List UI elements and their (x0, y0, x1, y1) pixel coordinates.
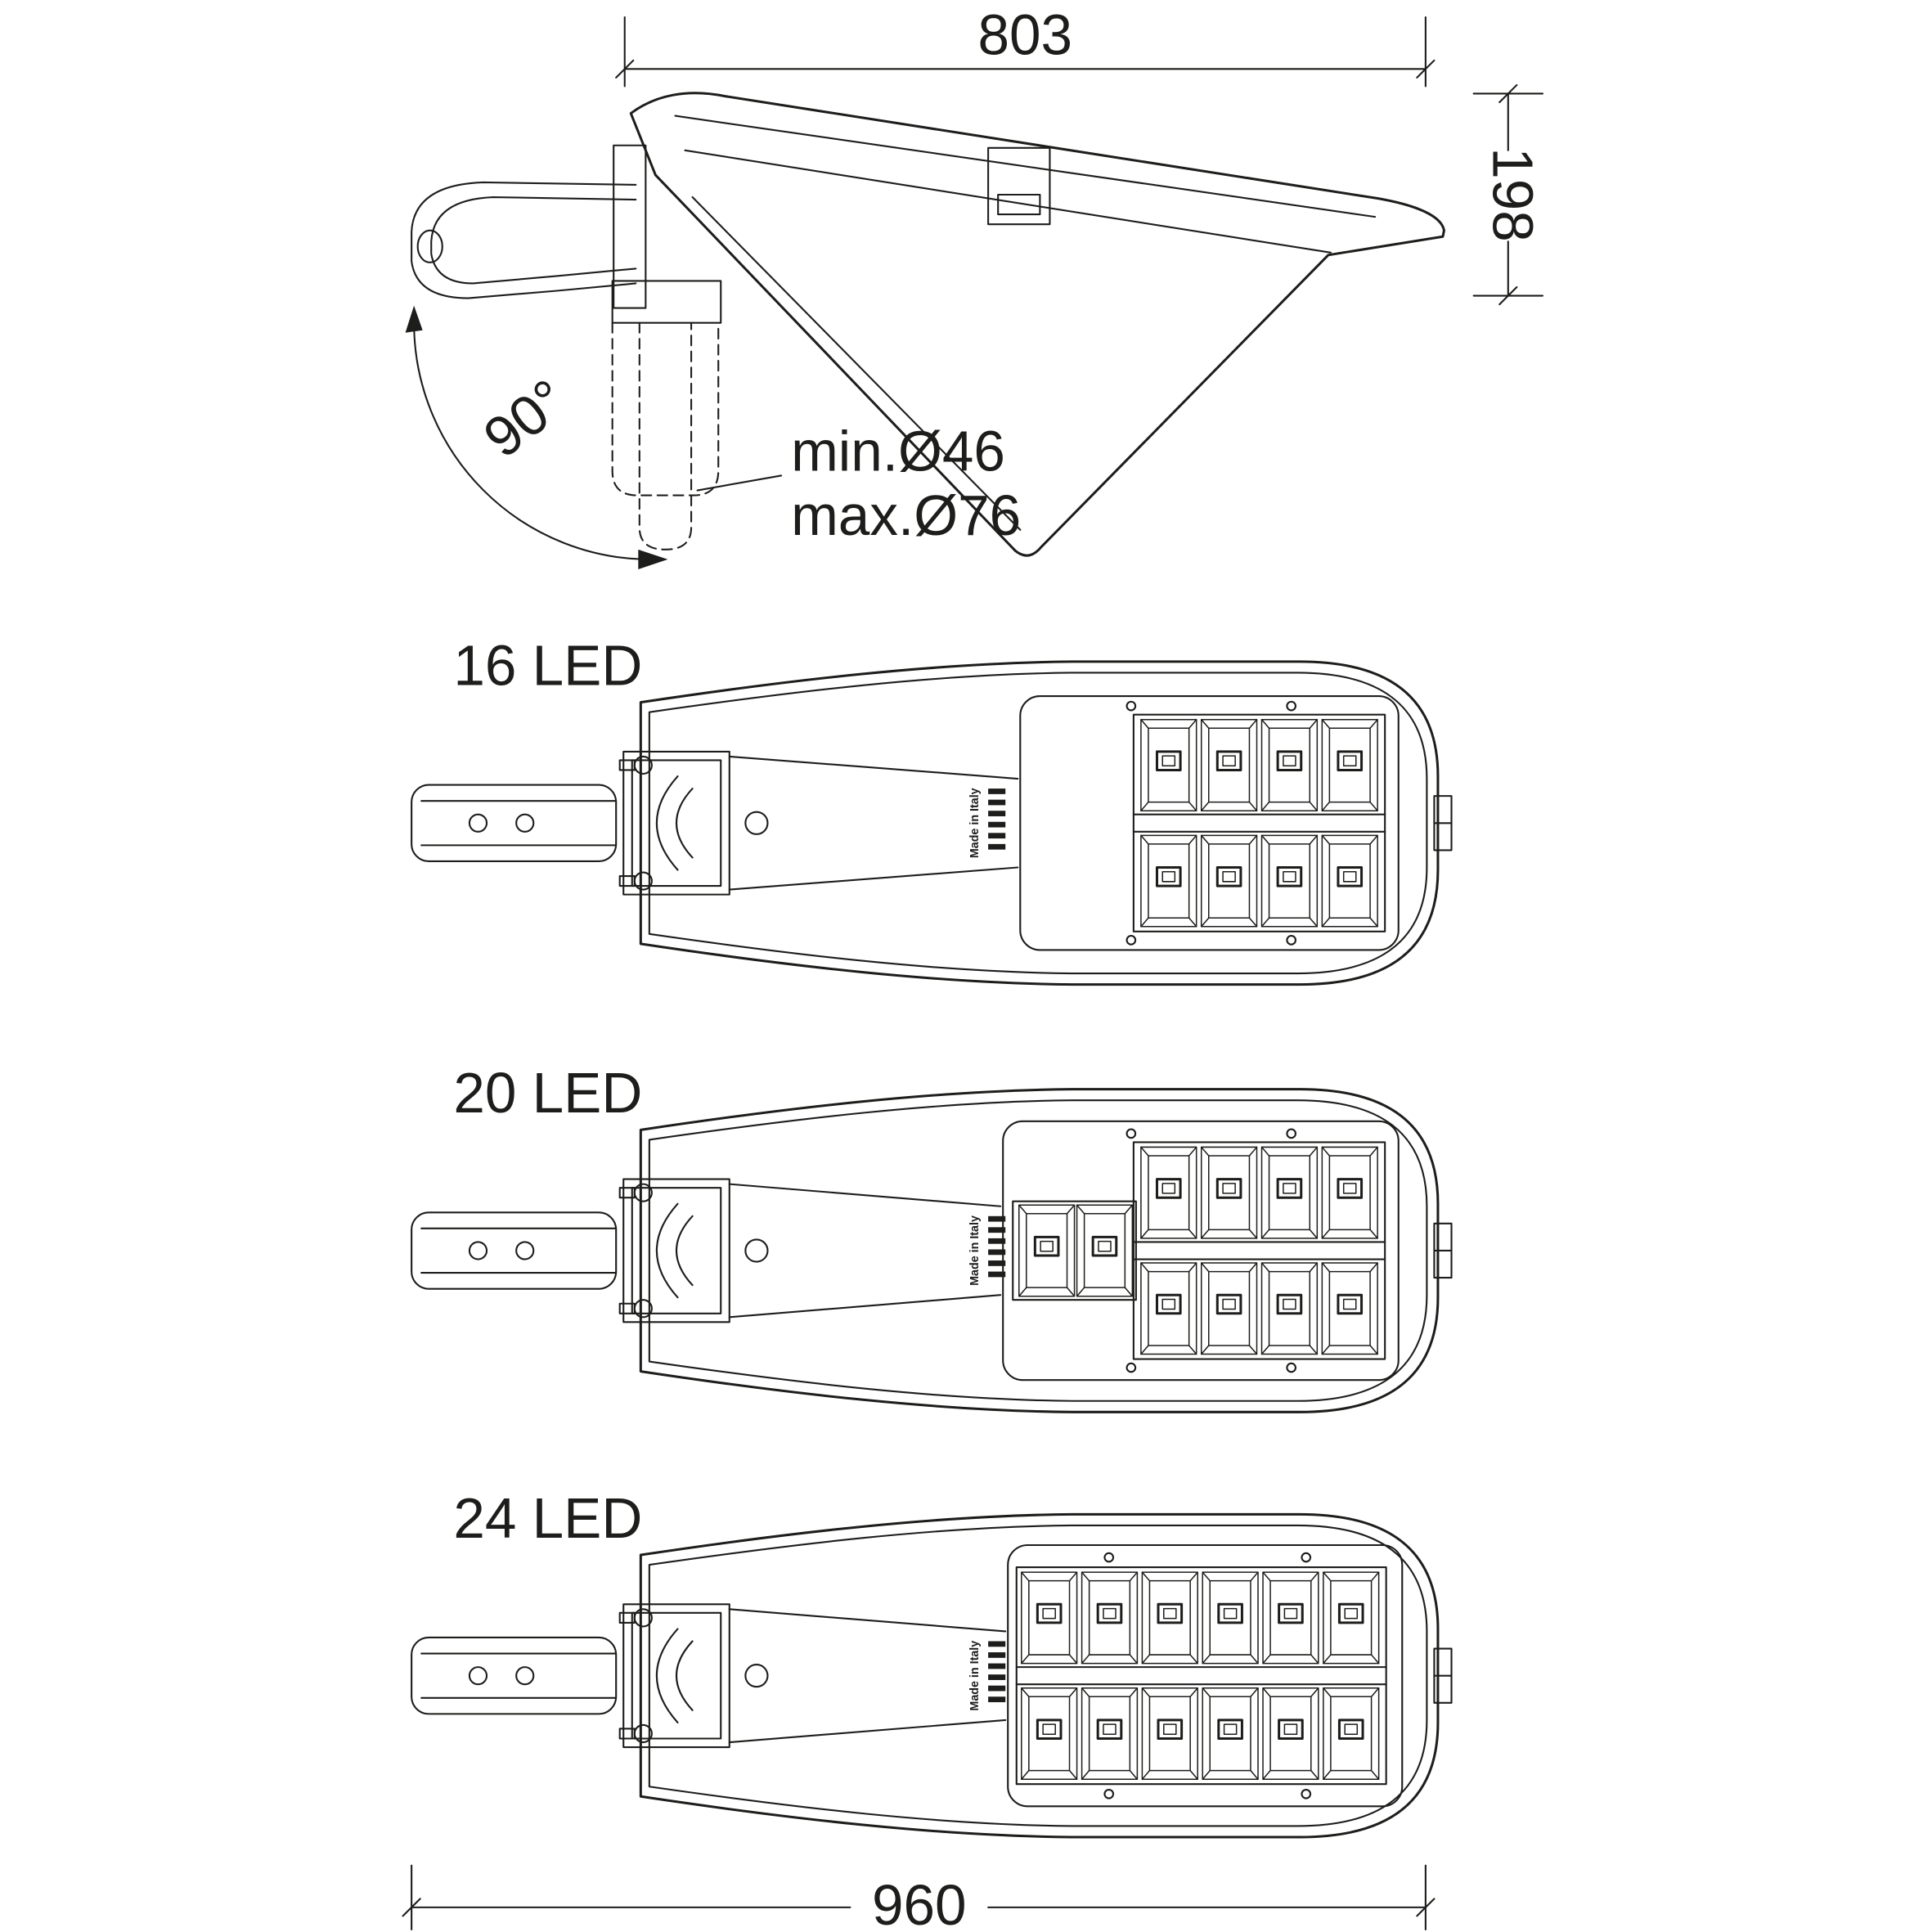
pole-min-outline (638, 321, 693, 550)
brand-mark (988, 1641, 1006, 1703)
top-view-20led: 20 LED (411, 1061, 1453, 1413)
led-module (1139, 718, 1198, 812)
dim-length-top-label: 803 (978, 2, 1073, 66)
arm-20led (411, 1211, 618, 1290)
led-module (1320, 833, 1379, 928)
bracket-plate (613, 144, 647, 309)
rotation-arc-group: 90° (405, 305, 668, 569)
brand-mark (988, 1215, 1006, 1278)
led-panel-24led (1007, 1543, 1404, 1808)
dim-height-label: 198 (1481, 147, 1545, 242)
arc-arrow-bottom (638, 549, 668, 569)
led-module (1320, 1145, 1379, 1240)
led-panel-20led (1002, 1120, 1400, 1382)
led-grid-20led (1018, 1145, 1379, 1356)
led-module (1320, 718, 1379, 812)
pole-diameter-labels: min.Ø46 max.Ø76 (696, 419, 1021, 547)
led-module (1261, 1687, 1320, 1781)
led-module (1020, 1687, 1079, 1781)
body-outline-24led (639, 1512, 1440, 1839)
made-in-italy-label: Made in Italy (968, 1641, 982, 1711)
body-hole-24led (744, 1664, 769, 1688)
led-module (1200, 1145, 1259, 1240)
body-outline-20led (639, 1088, 1440, 1413)
made-in-italy-label: Made in Italy (968, 788, 982, 858)
body-hole-16led (744, 811, 769, 835)
led-module (1201, 1570, 1260, 1665)
led-module (1139, 1261, 1198, 1356)
mounting-arm-side (411, 144, 722, 324)
pole-max-outline (611, 321, 720, 496)
led-module (1081, 1570, 1139, 1665)
led-module (1201, 1687, 1260, 1781)
clamp-16led (618, 750, 730, 896)
led-module (1260, 833, 1319, 928)
brand-mark (988, 789, 1006, 850)
top-view-24led: 24 LED (411, 1486, 1453, 1839)
body-inner-24led (648, 1524, 1453, 1827)
led-module (1140, 1687, 1199, 1781)
arm-nose-detail (416, 229, 443, 263)
led-module (1322, 1687, 1381, 1781)
top-view-16led: 16 LED (411, 634, 1453, 986)
arm-16led (411, 784, 618, 863)
body-inner-20led (648, 1099, 1453, 1402)
angle-label: 90° (472, 366, 579, 470)
pole-min-label: min.Ø46 (791, 419, 1005, 483)
pole-max-label: max.Ø76 (791, 483, 1021, 547)
led-module (1139, 833, 1198, 928)
led-module (1261, 1570, 1320, 1665)
view-label-16led: 16 LED (453, 634, 642, 698)
dim-length-bottom-label: 960 (872, 1873, 967, 1932)
led-module (1139, 1145, 1198, 1240)
led-module (1322, 1570, 1381, 1665)
led-module (1200, 1261, 1259, 1356)
arc-arrow-top (405, 305, 423, 333)
clamp-24led (618, 1603, 730, 1749)
body-inner-16led (648, 672, 1453, 975)
view-label-20led: 20 LED (453, 1061, 642, 1125)
luminaire-side-profile (629, 92, 1445, 557)
view-label-24led: 24 LED (453, 1486, 642, 1550)
clamp-20led (618, 1178, 730, 1323)
led-module (1140, 1570, 1199, 1665)
led-module (1320, 1261, 1379, 1356)
rotation-arc (413, 321, 652, 560)
dimension-length-top: 803 (615, 2, 1436, 88)
led-grid-24led (1020, 1570, 1381, 1781)
led-module (1018, 1203, 1076, 1298)
brand-area-24led: Made in Italy (968, 1641, 1006, 1711)
led-module (1260, 718, 1319, 812)
led-module (1260, 1145, 1319, 1240)
led-grid-16led (1139, 718, 1379, 928)
clamp-body (611, 280, 722, 324)
body-outline-16led (639, 660, 1440, 986)
top-latch (987, 146, 1051, 226)
luminaire-side-details (674, 115, 1377, 531)
led-module (1081, 1687, 1139, 1781)
made-in-italy-label: Made in Italy (968, 1215, 982, 1286)
dimension-height: 198 (1472, 83, 1545, 306)
led-module (1076, 1203, 1134, 1298)
pole-dashed-outlines (611, 321, 720, 550)
pole-leader-line (696, 474, 783, 492)
dimension-length-bottom: 960 (402, 1864, 1436, 1932)
led-panel-16led (1019, 695, 1400, 951)
led-module (1260, 1261, 1319, 1356)
extra-module-block (1012, 1200, 1137, 1301)
led-module (1020, 1570, 1079, 1665)
brand-area-20led: Made in Italy (968, 1215, 1006, 1286)
arm-24led (411, 1636, 618, 1715)
led-module (1200, 833, 1259, 928)
brand-area-16led: Made in Italy (968, 788, 1006, 858)
side-view: 803 198 (405, 2, 1545, 569)
top-latch-inner (997, 193, 1041, 216)
body-hole-20led (744, 1238, 769, 1263)
led-module (1200, 718, 1259, 812)
